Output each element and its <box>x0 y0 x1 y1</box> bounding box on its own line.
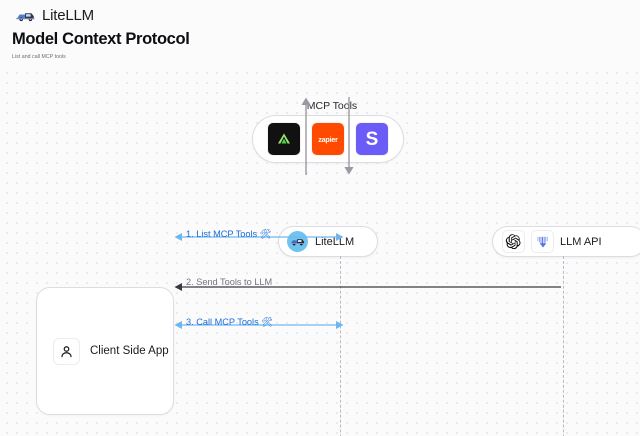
message-1-text: 1. List MCP Tools <box>186 229 258 239</box>
brand: LiteLLM <box>16 7 94 24</box>
page-subtitle: List and call MCP tools <box>12 54 66 60</box>
openai-logo-icon <box>502 230 525 253</box>
litellm-avatar-icon <box>287 231 308 252</box>
message-2-arrow <box>174 281 562 293</box>
message-1-arrow <box>174 231 344 243</box>
green-triangle-icon <box>278 133 290 144</box>
person-icon <box>53 337 80 365</box>
node-litellm[interactable]: LiteLLM <box>278 226 378 257</box>
brand-name: LiteLLM <box>42 7 94 24</box>
node-llm-api[interactable]: LLM API <box>492 226 640 257</box>
message-3-label: 3. Call MCP Tools 🛠 <box>186 317 273 327</box>
tool-tile-triangle[interactable] <box>267 122 301 156</box>
lifeline-llm-api <box>563 256 564 436</box>
message-1-label: 1. List MCP Tools 🛠 <box>186 229 272 239</box>
mcp-tools-group-label: MCP Tools <box>306 100 358 112</box>
zapier-label: zapier <box>318 134 338 144</box>
node-client-side-app-label: Client Side App <box>90 345 169 357</box>
letter-s-icon: S <box>365 128 379 150</box>
message-2-label: 2. Send Tools to LLM <box>186 277 273 287</box>
tools-emoji-icon: 🛠 <box>259 229 272 239</box>
diagram-canvas: MCP Tools zapier S <box>0 66 640 436</box>
tools-emoji-icon: 🛠 <box>261 317 273 327</box>
node-litellm-label: LiteLLM <box>315 235 355 248</box>
mcp-tools-group: zapier S <box>252 115 404 163</box>
page-title: Model Context Protocol <box>12 30 190 48</box>
node-llm-api-label: LLM API <box>560 235 602 248</box>
node-client-side-app[interactable]: Client Side App <box>36 287 174 415</box>
lifeline-litellm <box>340 256 341 436</box>
message-3-arrow <box>174 319 344 331</box>
tool-tile-s[interactable]: S <box>355 122 389 156</box>
arrow-litellm-to-mcp <box>298 97 314 175</box>
litellm-truck-logo-icon <box>16 9 35 23</box>
message-2-text: 2. Send Tools to LLM <box>186 277 273 287</box>
message-3-text: 3. Call MCP Tools <box>186 317 259 327</box>
arrow-mcp-to-litellm <box>341 97 357 175</box>
gemini-logo-icon <box>531 230 554 253</box>
tool-tile-zapier[interactable]: zapier <box>311 122 345 156</box>
